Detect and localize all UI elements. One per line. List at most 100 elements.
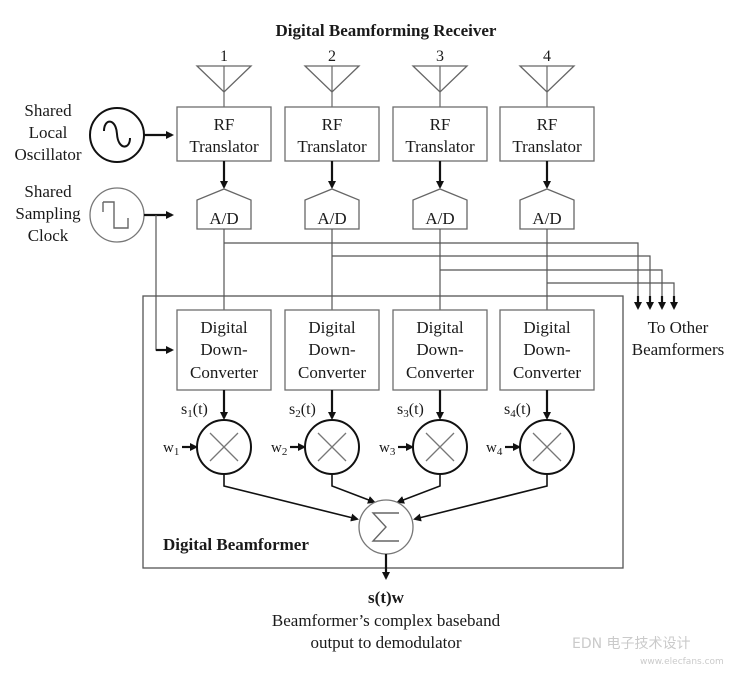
weight-label: w2	[271, 440, 287, 458]
sampling-clock: Shared Sampling Clock	[15, 182, 174, 354]
watermark: EDN 电子技术设计 www.elecfans.com	[572, 636, 724, 667]
ddc-label: Converter	[513, 363, 581, 382]
weight-name: w	[163, 440, 174, 456]
digital-beamformer-box	[142, 295, 624, 569]
diagram-title: Digital Beamforming Receiver	[276, 21, 497, 40]
signal-subscript: 2	[295, 408, 301, 420]
signal-label: s2(t)	[289, 401, 316, 420]
clock-label-line: Sampling	[15, 204, 81, 223]
ddc-label: Converter	[298, 363, 366, 382]
weight-label: w3	[379, 440, 396, 458]
bus-line-3	[440, 269, 663, 300]
weight-label: w4	[486, 440, 503, 458]
mixer-to-summer-arrow	[331, 474, 376, 504]
channel-1: 1RFTranslatorA/DDigitalDown-Converters1(…	[163, 48, 359, 522]
signal-tail: (t)	[409, 401, 424, 418]
signal-name: s	[397, 401, 403, 418]
signal-subscript: 1	[187, 408, 193, 420]
output-description: output to demodulator	[310, 633, 461, 652]
ddc-label: Converter	[190, 363, 258, 382]
ddc-box	[284, 309, 380, 391]
signal-label: s3(t)	[397, 401, 424, 420]
mixer-to-summer-arrow	[223, 474, 359, 522]
bus-line-4	[547, 282, 675, 300]
ddc-box	[392, 309, 488, 391]
weight-subscript: 2	[282, 446, 288, 458]
signal-tail: (t)	[301, 401, 316, 418]
rf-translator-label: RF	[322, 115, 343, 134]
mixer-to-summer-arrow	[413, 474, 548, 522]
multiply-icon	[209, 432, 239, 462]
antenna-number: 4	[543, 48, 551, 65]
signal-subscript: 3	[403, 408, 409, 420]
bus-line-2	[332, 255, 651, 300]
adc-block	[304, 188, 360, 230]
output-description: Beamformer’s complex baseband	[272, 611, 501, 630]
adc-block	[412, 188, 468, 230]
signal-label: s1(t)	[181, 401, 208, 420]
signal-label: s4(t)	[504, 401, 531, 420]
weight-name: w	[271, 440, 282, 456]
oscillator-label-line: Shared	[24, 101, 72, 120]
weight-name: w	[379, 440, 390, 456]
multiply-icon	[532, 432, 562, 462]
ddc-label: Down-	[416, 340, 464, 359]
rf-translator-label: RF	[214, 115, 235, 134]
oscillator-label-line: Local	[29, 123, 68, 142]
antenna-number: 1	[220, 48, 228, 65]
square-wave-icon	[102, 201, 129, 229]
rf-translator-label: Translator	[189, 137, 259, 156]
signal-subscript: 4	[510, 408, 516, 420]
adc-label: A/D	[532, 209, 561, 228]
rf-translator-box	[176, 106, 272, 162]
adc-block	[519, 188, 575, 230]
sine-wave-icon	[103, 120, 131, 148]
output-formula: s(t)w	[368, 588, 405, 607]
weight-subscript: 1	[174, 446, 180, 458]
adc-block	[196, 188, 252, 230]
ddc-label: Digital	[416, 318, 463, 337]
multiply-icon	[317, 432, 347, 462]
ddc-label: Digital	[523, 318, 570, 337]
rf-translator-box	[284, 106, 380, 162]
digital-beamformer-label: Digital Beamformer	[163, 535, 309, 554]
weight-subscript: 3	[390, 446, 396, 458]
watermark-text: EDN 电子技术设计	[572, 636, 691, 652]
signal-name: s	[289, 401, 295, 418]
sigma-icon	[371, 512, 399, 542]
to-other-beamformers-label: To Other	[648, 318, 709, 337]
signal-tail: (t)	[516, 401, 531, 418]
channel-2: 2RFTranslatorA/DDigitalDown-Converters2(…	[271, 48, 380, 504]
mixer-to-summer-arrow	[396, 474, 441, 504]
adc-label: A/D	[425, 209, 454, 228]
ddc-label: Converter	[406, 363, 474, 382]
antenna-number: 3	[436, 48, 444, 65]
local-oscillator: Shared Local Oscillator	[14, 101, 174, 164]
multiply-icon	[425, 432, 455, 462]
adc-label: A/D	[209, 209, 238, 228]
watermark-url: www.elecfans.com	[640, 657, 724, 667]
antenna-number: 2	[328, 48, 336, 65]
adc-label: A/D	[317, 209, 346, 228]
rf-translator-label: RF	[537, 115, 558, 134]
signal-tail: (t)	[193, 401, 208, 418]
to-other-beamformers-label: Beamformers	[632, 340, 725, 359]
ddc-box	[176, 309, 272, 391]
rf-translator-label: RF	[430, 115, 451, 134]
rf-translator-label: Translator	[405, 137, 475, 156]
bus-lines	[224, 242, 678, 310]
ddc-label: Digital	[308, 318, 355, 337]
clock-circle	[89, 187, 145, 243]
channel-3: 3RFTranslatorA/DDigitalDown-Converters3(…	[379, 48, 488, 504]
clock-feed-line	[155, 215, 166, 351]
channel-4: 4RFTranslatorA/DDigitalDown-Converters4(…	[413, 48, 595, 522]
oscillator-label-line: Oscillator	[14, 145, 81, 164]
clock-label-line: Shared	[24, 182, 72, 201]
weight-name: w	[486, 440, 497, 456]
ddc-label: Down-	[200, 340, 248, 359]
ddc-label: Down-	[523, 340, 571, 359]
rf-translator-box	[392, 106, 488, 162]
weight-subscript: 4	[497, 446, 503, 458]
ddc-label: Down-	[308, 340, 356, 359]
